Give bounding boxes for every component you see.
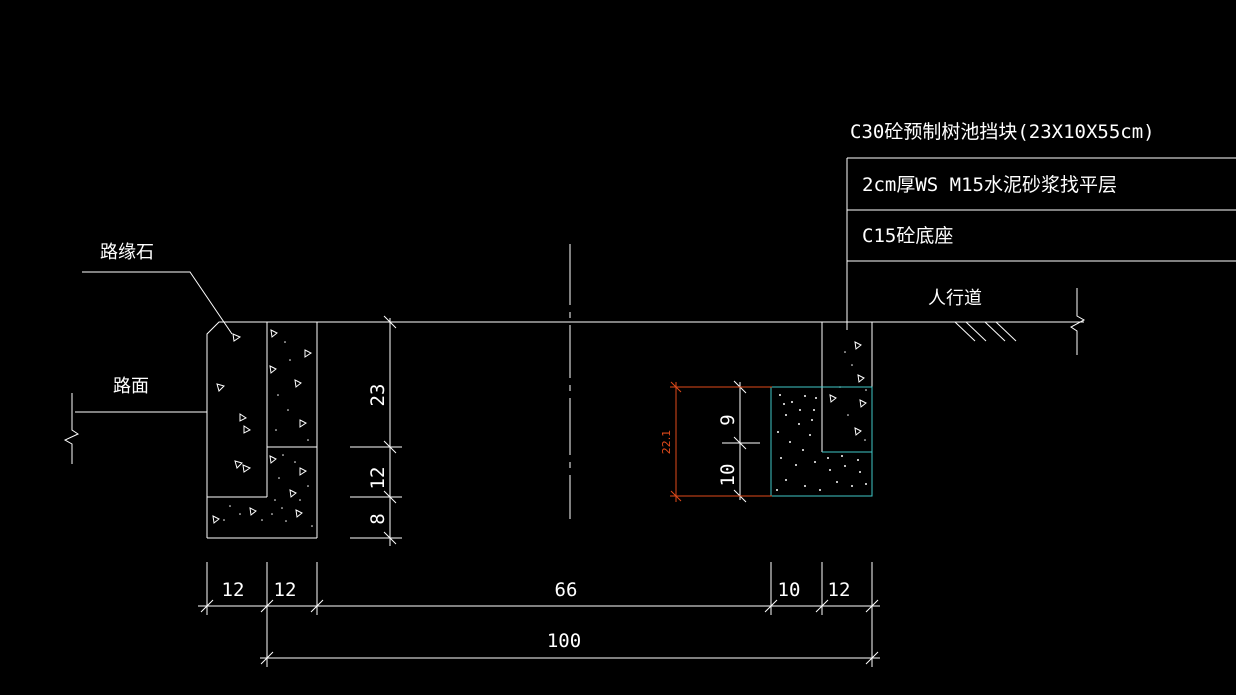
sidewalk-break-symbol — [1070, 288, 1086, 355]
bottom-dims — [198, 562, 880, 667]
road-surface-label: 路面 — [113, 376, 149, 397]
legend-row-base: C15砼底座 — [862, 225, 953, 247]
dim-curb-8: 8 — [367, 513, 389, 524]
dim-red-22-1: 22.1 — [660, 430, 673, 455]
ground-hatch — [954, 321, 1017, 342]
curb-vertical-dims — [350, 315, 402, 546]
dim-bottom-12b: 12 — [274, 579, 297, 601]
legend-row-mortar: 2cm厚WS M15水泥砂浆找平层 — [862, 174, 1117, 196]
dim-curb-23: 23 — [367, 384, 389, 407]
curb-stone — [206, 321, 318, 539]
dim-bottom-10: 10 — [778, 579, 801, 601]
dim-block-10: 10 — [717, 464, 739, 487]
dim-block-9: 9 — [717, 414, 739, 425]
dim-bottom-66: 66 — [555, 579, 578, 601]
curb-stone-leader — [82, 271, 233, 335]
c15-base — [770, 386, 873, 497]
dim-bottom-12c: 12 — [828, 579, 851, 601]
dim-bottom-12a: 12 — [222, 579, 245, 601]
curb-stone-label: 路缘石 — [100, 242, 154, 263]
legend-title: C30砼预制树池挡块(23X10X55cm) — [850, 121, 1155, 143]
red-dimension — [670, 381, 772, 502]
dim-overall-100: 100 — [547, 630, 581, 652]
road-break-symbol — [63, 393, 80, 464]
legend-table — [846, 157, 1236, 330]
sidewalk-label: 人行道 — [928, 288, 982, 309]
dim-curb-12: 12 — [367, 467, 389, 490]
